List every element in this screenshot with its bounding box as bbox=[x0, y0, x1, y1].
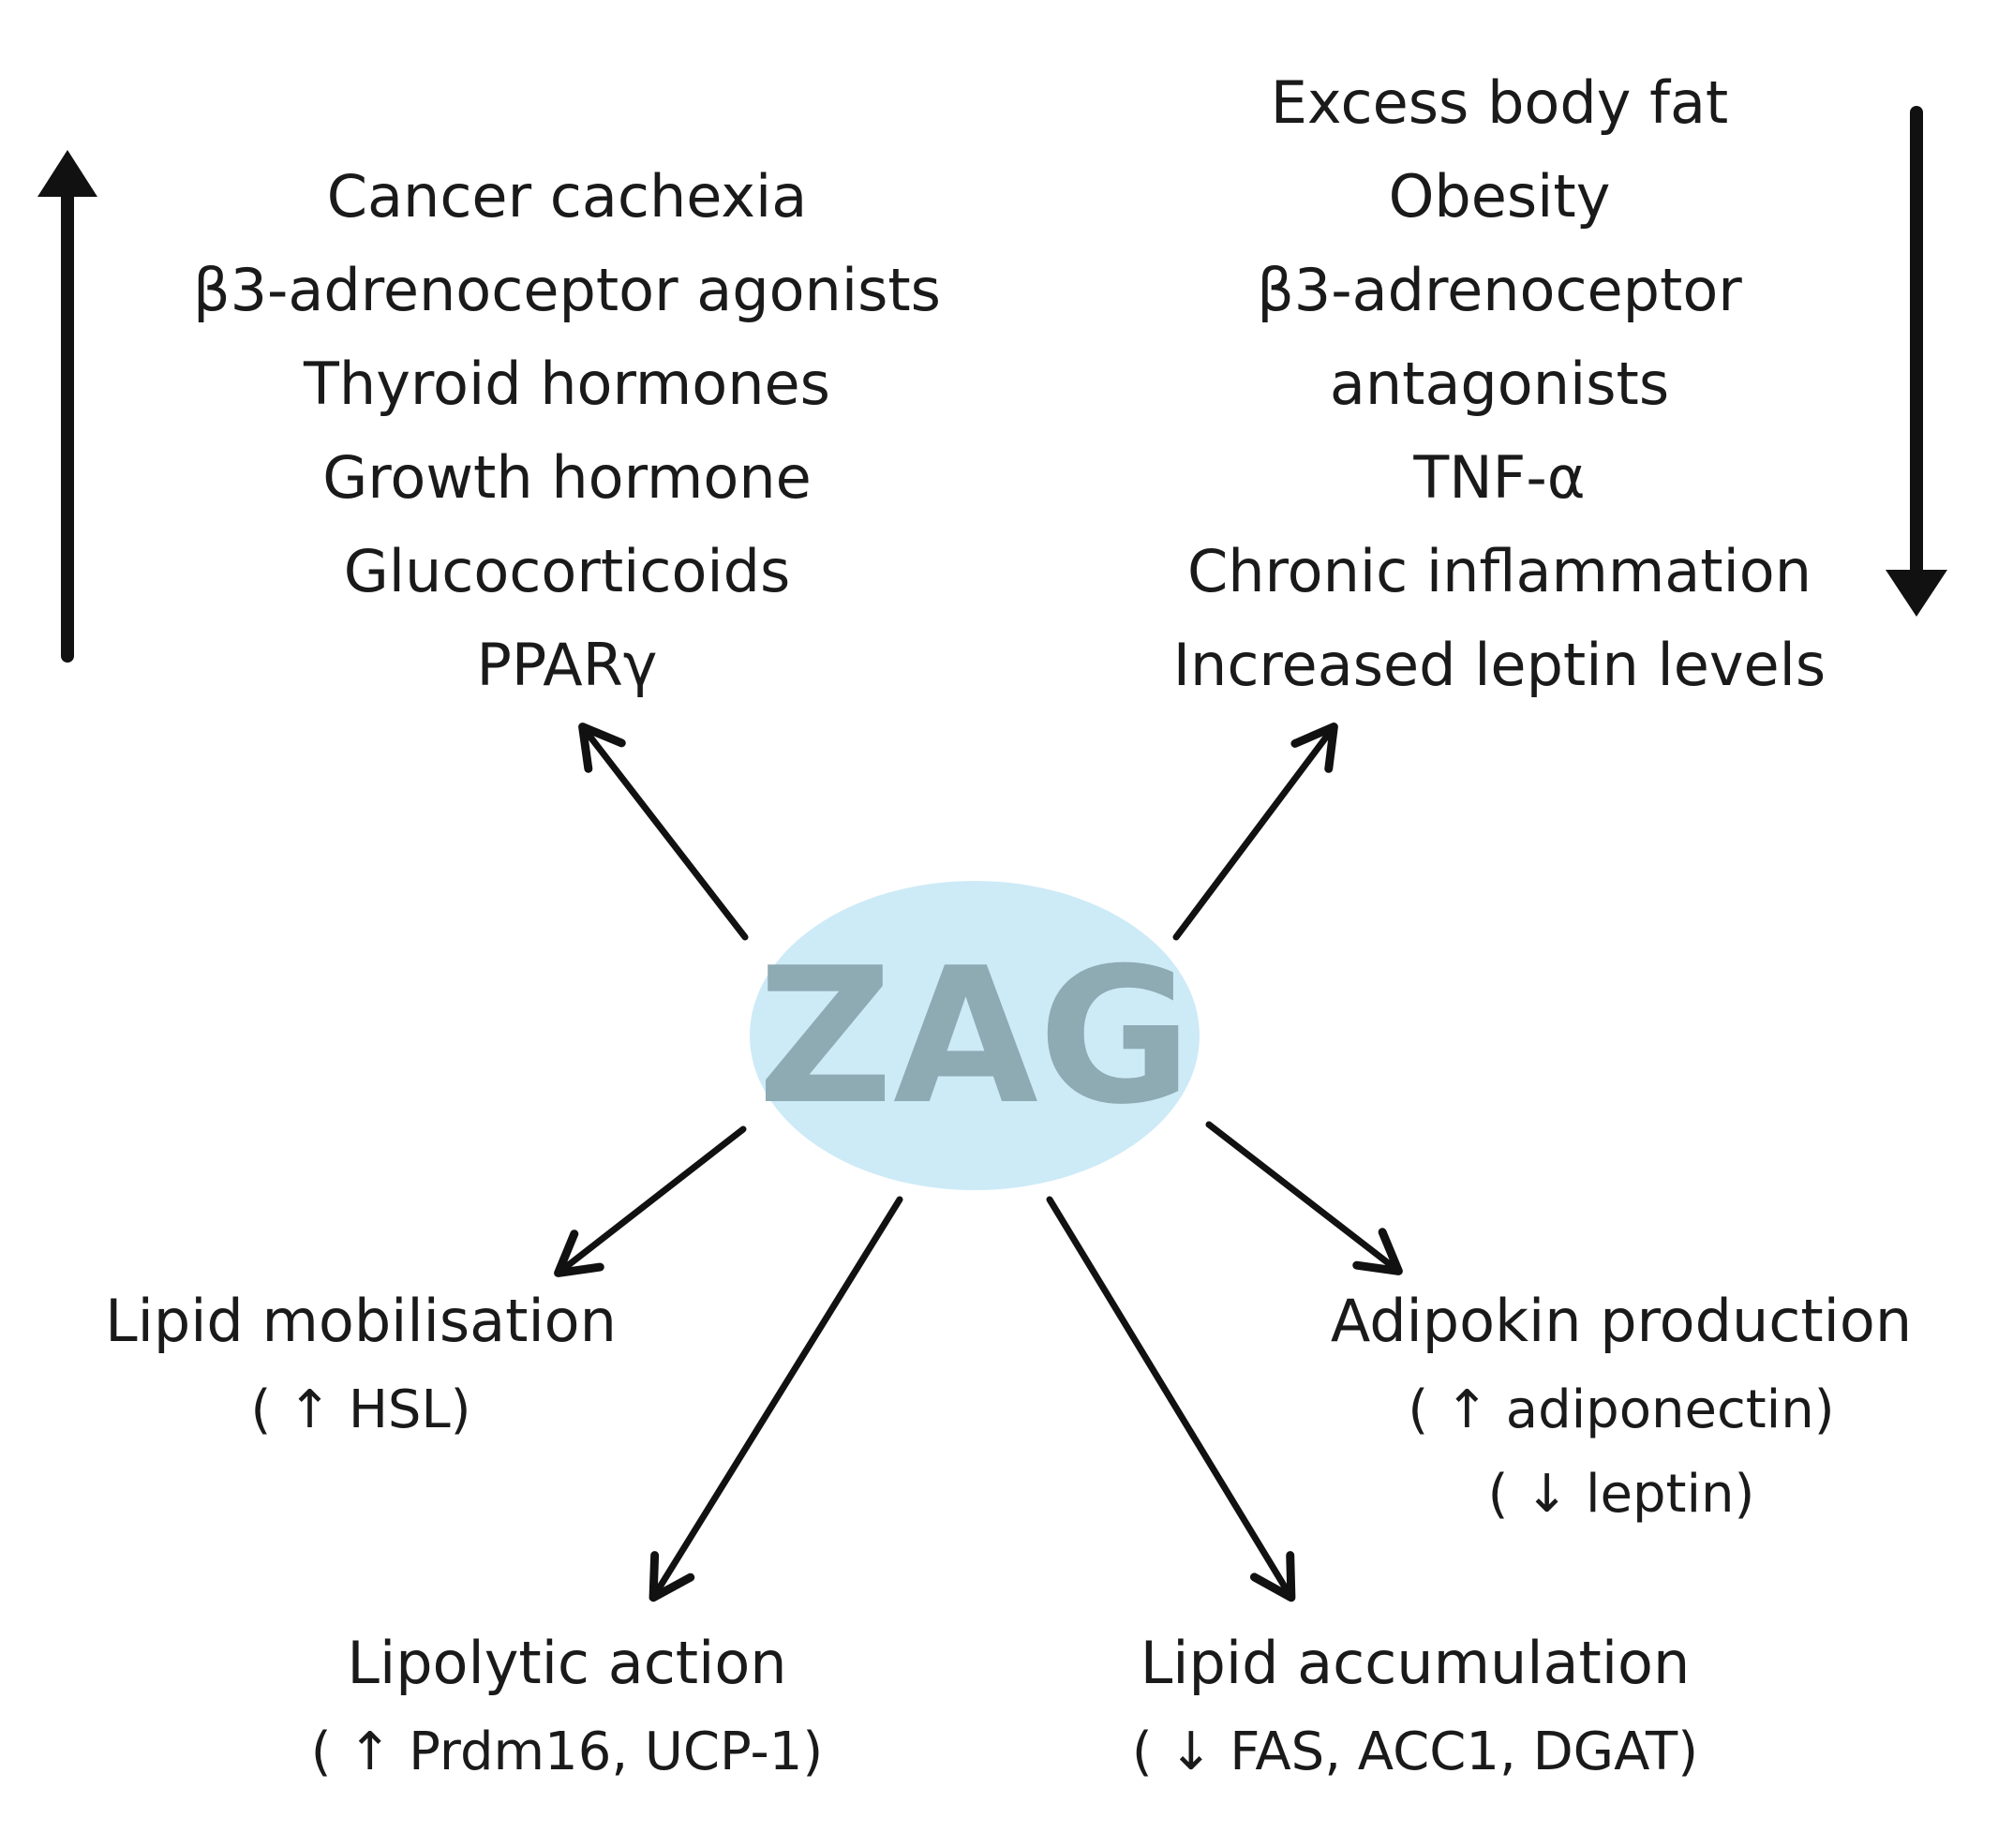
increase-factor-item: Cancer cachexia bbox=[326, 162, 808, 231]
lipolytic-action-effect: Lipolytic action ( ↑ Prdm16, UCP-1) bbox=[187, 1617, 947, 1795]
zag-ellipse bbox=[750, 881, 1200, 1190]
lipid-mobilisation-effect: Lipid mobilisation ( ↑ HSL) bbox=[37, 1274, 684, 1453]
adipokin-production-effect: Adipokin production ( ↑ adiponectin) ( ↓… bbox=[1275, 1274, 1968, 1537]
lipid-accumulation-effect: Lipid accumulation ( ↓ FAS, ACC1, DGAT) bbox=[1040, 1617, 1790, 1795]
effect-detail: ( ↑ adiponectin) bbox=[1408, 1379, 1835, 1440]
arrow-to-lipid-mobilisation bbox=[554, 1125, 747, 1277]
effect-title: Adipokin production bbox=[1330, 1287, 1913, 1355]
increase-factor-item: PPARγ bbox=[476, 631, 658, 699]
arrow-to-decrease-factors bbox=[1172, 723, 1338, 941]
increase-factor-item: Growth hormone bbox=[322, 443, 812, 512]
effect-title: Lipolytic action bbox=[347, 1629, 787, 1697]
effect-detail: ( ↓ FAS, ACC1, DGAT) bbox=[1131, 1721, 1699, 1782]
arrow-to-lipid-accumulation bbox=[1046, 1196, 1296, 1602]
effect-detail: ( ↑ HSL) bbox=[250, 1379, 471, 1440]
decrease-factor-item: Chronic inflammation bbox=[1186, 537, 1812, 605]
decrease-factor-item: Increased leptin levels bbox=[1172, 631, 1827, 699]
increase-factors-list: Cancer cachexia β3-adrenoceptor agonists… bbox=[112, 150, 1021, 712]
increase-factor-item: Thyroid hormones bbox=[304, 350, 830, 418]
effect-detail: ( ↑ Prdm16, UCP-1) bbox=[310, 1721, 824, 1782]
effect-title: Lipid accumulation bbox=[1140, 1629, 1691, 1697]
effect-detail: ( ↓ leptin) bbox=[1487, 1464, 1755, 1525]
effect-title: Lipid mobilisation bbox=[105, 1287, 617, 1355]
arrow-to-lipolytic-action bbox=[649, 1196, 903, 1602]
decrease-factor-item: antagonists bbox=[1329, 350, 1670, 418]
increase-arrow-head bbox=[37, 150, 97, 197]
increase-factor-item: Glucocorticoids bbox=[343, 537, 791, 605]
decrease-factor-item: Obesity bbox=[1388, 162, 1611, 231]
zag-label: ZAG bbox=[757, 928, 1192, 1146]
decrease-factor-item: TNF-α bbox=[1413, 443, 1586, 512]
arrow-to-increase-factors bbox=[578, 723, 749, 941]
decrease-factor-item: Excess body fat bbox=[1270, 68, 1729, 137]
decrease-factors-list: Excess body fat Obesity β3-adrenoceptor … bbox=[1111, 56, 1888, 712]
decrease-arrow-head bbox=[1886, 570, 1947, 617]
arrow-to-adipokin-production bbox=[1205, 1121, 1403, 1275]
decrease-factor-item: β3-adrenoceptor bbox=[1257, 256, 1742, 324]
increase-factor-item: β3-adrenoceptor agonists bbox=[193, 256, 941, 324]
